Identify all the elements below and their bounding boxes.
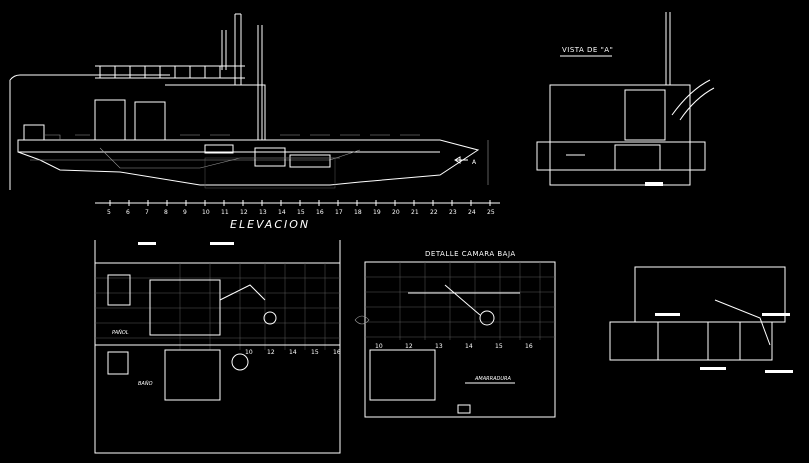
view-a-mast bbox=[665, 12, 671, 85]
detail-bollard bbox=[457, 404, 471, 414]
engine-block bbox=[204, 144, 234, 154]
detail-brace bbox=[444, 284, 481, 316]
frame-label: 5 bbox=[107, 209, 111, 216]
section-dividers bbox=[657, 322, 741, 360]
view-a-engine bbox=[624, 89, 666, 141]
panol-label: PAÑOL bbox=[112, 329, 129, 336]
frame-label: 15 bbox=[297, 209, 305, 216]
frame-label: 9 bbox=[183, 209, 187, 216]
hull-bow-line bbox=[9, 74, 170, 190]
tank-2 bbox=[134, 101, 166, 141]
engine-plan bbox=[149, 279, 221, 336]
frame-label: 24 bbox=[468, 209, 476, 216]
frame-label: 12 bbox=[267, 349, 275, 356]
section-tag-4 bbox=[765, 370, 793, 373]
gearbox bbox=[289, 154, 331, 168]
plan-grid bbox=[95, 263, 340, 350]
frame-label: 7 bbox=[145, 209, 149, 216]
frame-label: 15 bbox=[311, 349, 319, 356]
rail-stanchions bbox=[99, 66, 236, 78]
boom-plan bbox=[219, 284, 266, 301]
view-a: VISTA DE "A" bbox=[536, 12, 715, 186]
hatch-plan bbox=[231, 353, 249, 371]
detail-outline bbox=[364, 261, 556, 418]
section-tag-2 bbox=[762, 313, 790, 316]
section-hull bbox=[609, 321, 773, 361]
detail-pulley bbox=[479, 310, 495, 326]
frame-label: 13 bbox=[259, 209, 267, 216]
pulley-plan bbox=[263, 311, 277, 325]
leader-tag-2 bbox=[210, 242, 234, 245]
frame-label: 6 bbox=[126, 209, 130, 216]
frame-label: 10 bbox=[375, 343, 383, 350]
frame-label: 18 bbox=[354, 209, 362, 216]
section-tag-1 bbox=[655, 313, 680, 316]
hull-outline bbox=[17, 139, 480, 186]
leader-tag-1 bbox=[138, 242, 156, 245]
vent-pipe bbox=[221, 30, 227, 70]
plan-extension bbox=[94, 240, 341, 263]
detail-bow-mark bbox=[354, 315, 370, 325]
tank-1 bbox=[94, 99, 126, 141]
exhaust-stack bbox=[234, 13, 242, 85]
cross-section bbox=[609, 266, 793, 373]
frame-label: 8 bbox=[164, 209, 168, 216]
frame-label: 20 bbox=[392, 209, 400, 216]
frame-label: 17 bbox=[335, 209, 343, 216]
plan-frame-labels: 10 12 14 15 16 bbox=[245, 349, 341, 356]
bano-label: BAÑO bbox=[138, 380, 153, 387]
frame-label: 13 bbox=[435, 343, 443, 350]
detail-grid bbox=[365, 262, 555, 340]
bow-winch bbox=[23, 124, 45, 141]
view-a-hull bbox=[549, 84, 691, 186]
frame-label: 25 bbox=[487, 209, 495, 216]
frame-label: 14 bbox=[289, 349, 297, 356]
view-a-arrow-label: A bbox=[472, 159, 477, 166]
frame-ticks: 5 6 7 8 9 10 11 12 13 14 15 16 17 18 19 20 21 22 23 24 25 bbox=[107, 200, 495, 216]
panol-room bbox=[107, 274, 131, 306]
amarre-label: AMARRADURA bbox=[474, 376, 512, 382]
frame-label: 16 bbox=[525, 343, 533, 350]
view-a-arrow bbox=[454, 156, 468, 164]
frame-label: 15 bbox=[495, 343, 503, 350]
frame-label: 22 bbox=[430, 209, 438, 216]
suction-pipe-a bbox=[671, 79, 711, 116]
section-tag-3 bbox=[700, 367, 726, 370]
frame-label: 14 bbox=[465, 343, 473, 350]
view-a-keel bbox=[645, 182, 663, 186]
tanks-plan bbox=[164, 349, 221, 401]
view-a-title: VISTA DE "A" bbox=[562, 46, 613, 54]
frame-label: 16 bbox=[316, 209, 324, 216]
frame-label: 19 bbox=[373, 209, 381, 216]
elevation-title: ELEVACION bbox=[230, 218, 310, 231]
suction-pipe-b bbox=[679, 87, 715, 121]
plan-outline bbox=[94, 262, 341, 454]
frame-label: 16 bbox=[333, 349, 341, 356]
frame-label: 23 bbox=[449, 209, 457, 216]
frame-label: 21 bbox=[411, 209, 419, 216]
view-a-deck-box bbox=[536, 141, 706, 171]
frame-label: 14 bbox=[278, 209, 286, 216]
cabin-roof bbox=[165, 84, 266, 140]
engine-room bbox=[204, 157, 336, 189]
frame-label: 11 bbox=[221, 209, 229, 216]
pump bbox=[254, 147, 286, 167]
detail-machinery bbox=[369, 349, 436, 401]
frame-label: 10 bbox=[245, 349, 253, 356]
view-a-pump bbox=[614, 144, 661, 171]
frame-label: 12 bbox=[405, 343, 413, 350]
frame-label: 12 bbox=[240, 209, 248, 216]
bano-room bbox=[107, 351, 129, 375]
detail-title: DETALLE CAMARA BAJA bbox=[425, 250, 516, 258]
mast bbox=[257, 25, 263, 140]
detail-frame-labels: 10 12 13 14 15 16 bbox=[375, 343, 533, 350]
bulwark bbox=[45, 134, 420, 140]
plan-view: PAÑOL BAÑO 10 12 14 15 16 bbox=[94, 240, 341, 454]
frame-label: 10 bbox=[202, 209, 210, 216]
section-strut bbox=[714, 299, 771, 346]
